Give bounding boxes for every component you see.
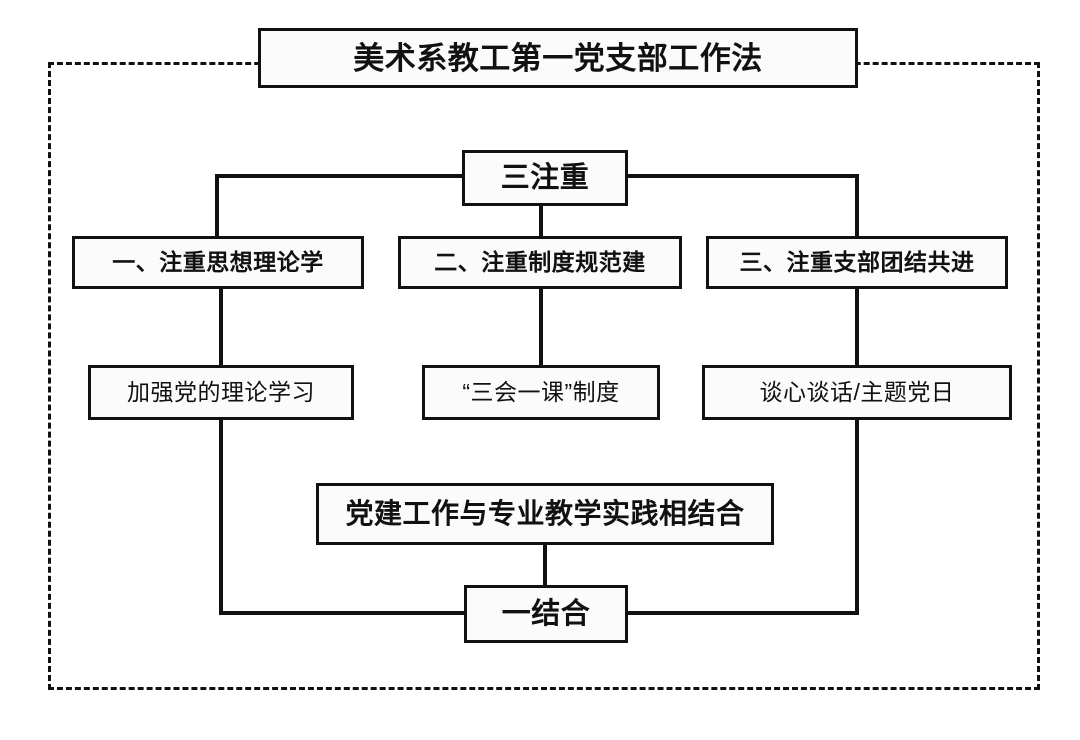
connector-l2a-to-l3a [219,287,223,367]
connector-left-branch-vertical [215,174,219,238]
connector-l2c-to-l3c [855,287,859,367]
connector-sanzhuzhong-middle-vertical [539,204,543,238]
node-level3-item-2: “三会一课”制度 [422,365,660,420]
node-level3-item-3-label: 谈心谈话/主题党日 [759,379,955,405]
connector-left-rail-to-yijiehe [219,611,466,615]
node-level2-item-2-label: 二、注重制度规范建 [434,249,646,275]
connector-right-rail-to-yijiehe [626,611,859,615]
connector-l3c-down-rail [855,418,859,615]
connector-right-branch-vertical [855,174,859,238]
connector-sanzhuzhong-right-horizontal [626,174,859,178]
node-level3-item-3: 谈心谈话/主题党日 [702,365,1012,420]
connector-l3a-down-rail [219,418,223,615]
connector-combine-to-yijiehe [543,543,547,587]
node-level2-item-2: 二、注重制度规范建 [398,236,682,289]
node-san-zhu-zhong-label: 三注重 [500,161,590,194]
node-combine-detail-label: 党建工作与专业教学实践相结合 [345,498,745,529]
connector-sanzhuzhong-left-horizontal [215,174,464,178]
diagram-title-box: 美术系教工第一党支部工作法 [258,28,858,88]
node-san-zhu-zhong: 三注重 [462,150,628,206]
node-level2-item-3-label: 三、注重支部团结共进 [739,249,975,275]
connector-l2b-to-l3b [539,287,543,367]
node-yi-jie-he-label: 一结合 [501,597,591,630]
node-level3-item-2-label: “三会一课”制度 [462,379,620,405]
node-level2-item-1-label: 一、注重思想理论学 [112,249,324,275]
node-combine-detail: 党建工作与专业教学实践相结合 [316,483,774,545]
node-yi-jie-he: 一结合 [464,585,628,643]
node-level2-item-3: 三、注重支部团结共进 [706,236,1008,289]
node-level2-item-1: 一、注重思想理论学 [72,236,364,289]
node-level3-item-1-label: 加强党的理论学习 [127,379,315,405]
diagram-title-text: 美术系教工第一党支部工作法 [353,40,763,76]
node-level3-item-1: 加强党的理论学习 [88,365,354,420]
